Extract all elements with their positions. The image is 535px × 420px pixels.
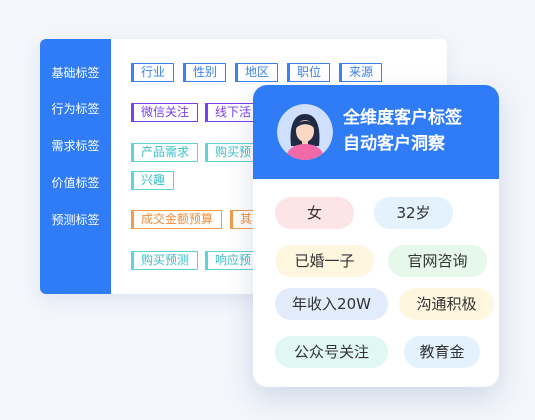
tag-purchase-budget[interactable]: 购买预 <box>205 143 261 162</box>
profile-title-line2: 自动客户洞察 <box>343 134 445 154</box>
tag-position[interactable]: 职位 <box>287 63 331 82</box>
tag-source[interactable]: 来源 <box>339 63 383 82</box>
tag-deal-budget[interactable]: 成交金额预算 <box>131 210 223 229</box>
category-prediction[interactable]: 预测标签 <box>51 213 100 227</box>
pill-age: 32岁 <box>374 197 453 229</box>
pill-communication: 沟通积极 <box>399 288 494 320</box>
tag-purchase-prediction[interactable]: 购买预测 <box>131 251 199 270</box>
tag-offline-activity[interactable]: 线下活 <box>205 103 261 122</box>
category-value[interactable]: 价值标签 <box>51 176 100 190</box>
tag-product-demand[interactable]: 产品需求 <box>131 143 199 162</box>
tag-industry[interactable]: 行业 <box>131 63 175 82</box>
tag-gender[interactable]: 性别 <box>183 63 227 82</box>
pill-marital: 已婚一子 <box>275 245 374 277</box>
pill-education-fund: 教育金 <box>404 336 480 368</box>
customer-profile-card: 全维度客户标签 自动客户洞察 女 32岁 已婚一子 官网咨询 年收入20W 沟通… <box>253 85 499 387</box>
profile-header: 全维度客户标签 自动客户洞察 <box>253 85 499 179</box>
category-sidebar: 基础标签 行为标签 需求标签 价值标签 预测标签 <box>40 39 111 294</box>
pill-annual-income: 年收入20W <box>275 288 388 320</box>
pill-website-inquiry: 官网咨询 <box>388 245 487 277</box>
profile-title-line1: 全维度客户标签 <box>343 108 462 128</box>
tag-response-prediction[interactable]: 响应预 <box>205 251 261 270</box>
tag-wechat-follow[interactable]: 微信关注 <box>131 103 199 122</box>
woman-avatar-icon <box>277 104 333 160</box>
tag-region[interactable]: 地区 <box>235 63 279 82</box>
category-basic[interactable]: 基础标签 <box>51 66 100 80</box>
pill-official-account: 公众号关注 <box>275 336 388 368</box>
pill-gender: 女 <box>275 197 354 229</box>
category-behavior[interactable]: 行为标签 <box>51 102 100 116</box>
category-demand[interactable]: 需求标签 <box>51 139 100 153</box>
tag-interest[interactable]: 兴趣 <box>131 171 175 190</box>
